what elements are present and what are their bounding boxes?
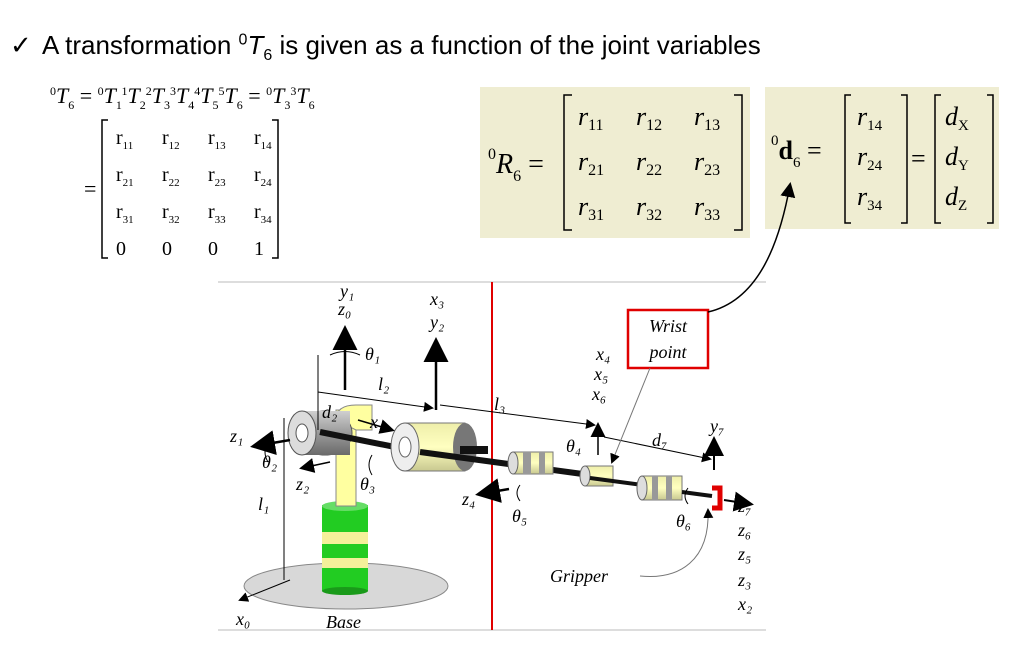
headline-text-start: A transformation [42, 30, 239, 60]
matrix-cell: r22 [162, 164, 180, 189]
matrix-cell: 0 [162, 238, 172, 260]
label-x2: x₂ [737, 594, 752, 614]
matrix-cell: r32 [162, 201, 180, 226]
d-label: 0d6 = [771, 133, 822, 171]
label-z1: z₁ [229, 426, 243, 446]
label-x0: x₀ [235, 609, 250, 629]
R-matrix-cell: r32 [636, 192, 662, 224]
label-d7: d₇ [652, 430, 667, 450]
base-cylinder [322, 505, 368, 591]
R-matrix-cell: r33 [694, 192, 720, 224]
wrist-joint [579, 465, 614, 487]
R-label: 0R6 = [488, 146, 544, 185]
d-component-cell: dY [945, 142, 969, 174]
R-matrix-cell: r23 [694, 147, 720, 179]
matrix-cell: r11 [116, 127, 133, 152]
label-x5: x₅ [593, 364, 608, 384]
R-matrix-cell: r22 [636, 147, 662, 179]
R-matrix-cell: r31 [578, 192, 604, 224]
label-x3: x₃ [429, 289, 444, 309]
label-y7: y₇ [708, 416, 724, 436]
label-z7: z₇ [737, 496, 751, 516]
svg-text:=: = [911, 144, 926, 173]
matrix-cell: r23 [208, 164, 226, 189]
end-joint [636, 475, 683, 501]
headline-sup: 0 [238, 31, 248, 49]
label-z3: z₃ [737, 570, 751, 590]
R-matrix-cell: r11 [578, 102, 604, 134]
matrix-cell: r14 [254, 127, 272, 152]
wrist-point-callout [626, 308, 710, 370]
rotation-matrix-box: 0R6 = r11 r12 r13 r21 r22 r23 r31 r32 r33 [480, 87, 750, 238]
label-theta5: θ₅ [512, 506, 527, 526]
headline: A transformation 0T6 is given as a funct… [42, 30, 761, 65]
R-matrix-cell: r13 [694, 102, 720, 134]
label-l1: l₁ [258, 494, 269, 514]
matrix-cell: r31 [116, 201, 134, 226]
headline-T: T [247, 30, 264, 60]
matrix-cell: 0 [116, 238, 126, 260]
matrix-cell: 0 [208, 238, 218, 260]
d-vector-cell: r34 [857, 182, 883, 214]
label-x1: x₁ [369, 412, 384, 432]
headline-text-end: is given as a function of the joint vari… [272, 30, 761, 60]
transform-equation: 0T6 = 0T11T22T33T44T55T6 = 0T33T6 = r11 r… [50, 83, 315, 260]
matrix-cell: r12 [162, 127, 180, 152]
equals-sign: = [84, 176, 96, 201]
R-matrix-cell: r12 [636, 102, 662, 134]
label-z6: z₆ [737, 520, 751, 540]
label-z2: z₂ [295, 474, 309, 494]
gripper [712, 485, 723, 511]
label-theta2: θ₂ [262, 452, 277, 472]
matrix-cell: r21 [116, 164, 134, 189]
d-component-cell: dX [945, 102, 969, 134]
label-theta6: θ₆ [676, 511, 691, 531]
forearm-joint [507, 451, 554, 475]
matrix-cell: r34 [254, 201, 272, 226]
matrix-cell: 1 [254, 238, 264, 260]
label-z4: z₄ [461, 489, 475, 509]
label-d2: d₂ [322, 402, 337, 422]
d-vector-cell: r14 [857, 102, 883, 134]
label-theta4: θ₄ [566, 436, 581, 456]
label-l3: l₃ [494, 394, 505, 414]
label-y2: y₂ [428, 312, 444, 332]
label-y1: y₁ [338, 281, 354, 301]
label-theta1: θ₁ [365, 344, 380, 364]
label-x4: x₄ [595, 344, 610, 364]
checkmark-icon: ✓ [10, 30, 32, 60]
matrix-cell: r33 [208, 201, 226, 226]
label-gripper: Gripper [550, 566, 609, 586]
matrix-cell: r24 [254, 164, 272, 189]
label-l2: l₂ [378, 374, 389, 394]
label-base: Base [326, 612, 361, 632]
d-component-cell: dZ [945, 182, 967, 214]
matrix-cell: r13 [208, 127, 226, 152]
label-theta3: θ₃ [360, 474, 375, 494]
point-label: point [647, 342, 687, 362]
equation-line1: 0T6 = 0T11T22T33T44T55T6 = 0T33T6 [50, 83, 315, 112]
label-x6: x₆ [591, 384, 606, 404]
link-3 [419, 449, 591, 478]
displacement-vector-box: 0d6 = = r14 r24 r34 dX dY dZ [765, 87, 999, 229]
label-z5: z₅ [737, 544, 751, 564]
headline-sub: 6 [263, 47, 273, 65]
R-matrix-cell: r21 [578, 147, 604, 179]
d-vector-cell: r24 [857, 142, 883, 174]
label-z0: z₀ [337, 299, 351, 319]
wrist-label: Wrist [649, 316, 688, 336]
